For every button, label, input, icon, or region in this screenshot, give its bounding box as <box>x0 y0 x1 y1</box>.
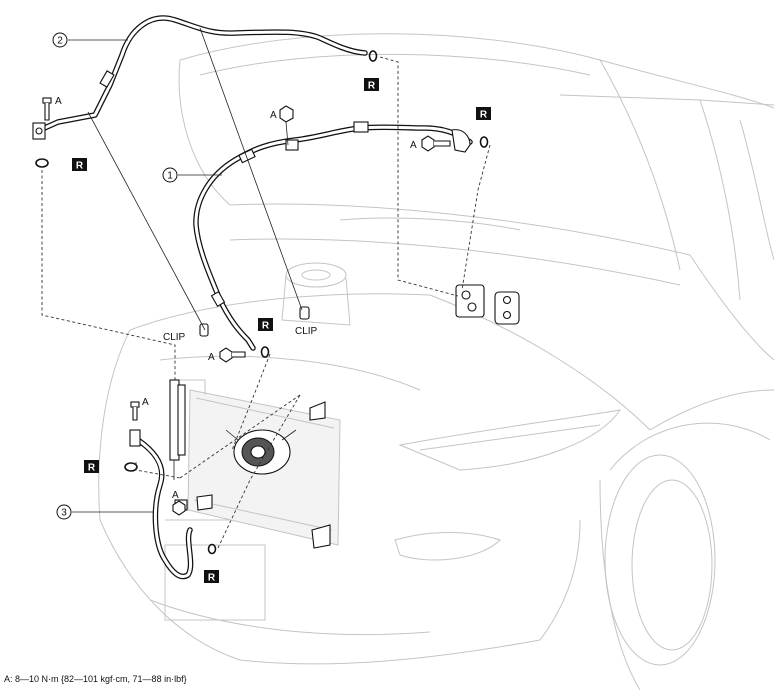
bolt-a-lower-left <box>130 401 140 421</box>
o-ring-lower-left <box>124 462 138 472</box>
o-ring-mid <box>260 346 270 358</box>
callout-1-number: 1 <box>167 171 173 182</box>
torque-marker-5: A <box>142 397 149 408</box>
bolt-a-lower <box>172 500 186 516</box>
callout-2-number: 2 <box>57 36 63 47</box>
assembly-dashed-lines <box>41 56 491 549</box>
torque-marker-4: A <box>208 352 215 363</box>
bolt-a-left <box>42 97 52 121</box>
o-ring-right <box>479 136 489 148</box>
torque-footnote: A: 8—10 N·m {82—101 kgf·cm, 71—88 in·lbf… <box>4 674 187 684</box>
bolt-a-top-mid <box>279 105 294 146</box>
replace-badge-right: R <box>476 107 491 121</box>
leader-lines <box>68 27 303 513</box>
replace-badge-mid-text: R <box>262 321 270 332</box>
replace-badge-lower-left: R <box>84 460 99 474</box>
low-pressure-hose <box>32 15 368 140</box>
callout-3: 3 <box>56 504 72 520</box>
replace-badge-bottom: R <box>204 570 219 584</box>
bolt-a-mid <box>219 347 246 363</box>
torque-marker-6: A <box>172 490 179 501</box>
compressor <box>225 429 297 475</box>
o-ring-left <box>35 158 49 168</box>
replace-badge-lower-left-text: R <box>88 463 96 474</box>
o-ring-bottom <box>207 543 217 555</box>
torque-marker-2: A <box>270 110 277 121</box>
replace-badge-bottom-text: R <box>208 573 216 584</box>
replace-badge-top: R <box>364 78 379 92</box>
replace-badge-right-text: R <box>480 110 488 121</box>
bolt-a-right <box>421 129 471 153</box>
callout-3-number: 3 <box>61 508 67 519</box>
o-ring-top <box>368 50 378 62</box>
callout-2: 2 <box>52 32 68 48</box>
callout-1: 1 <box>162 167 178 183</box>
clip-label-right: CLIP <box>295 326 318 337</box>
evaporator-connector <box>455 284 520 325</box>
clip-label-left: CLIP <box>163 332 186 343</box>
replace-badge-left: R <box>72 158 87 172</box>
receiver-drier <box>169 379 186 480</box>
torque-marker-3: A <box>410 140 417 151</box>
high-pressure-hose <box>193 121 473 351</box>
vehicle-body-outline <box>98 33 774 691</box>
replace-badge-mid: R <box>258 318 273 332</box>
replace-badge-left-text: R <box>76 161 84 172</box>
torque-marker-1: A <box>55 96 62 107</box>
replace-badge-top-text: R <box>368 81 376 92</box>
clip-right-part <box>299 306 310 320</box>
clip-left-part <box>199 323 209 337</box>
